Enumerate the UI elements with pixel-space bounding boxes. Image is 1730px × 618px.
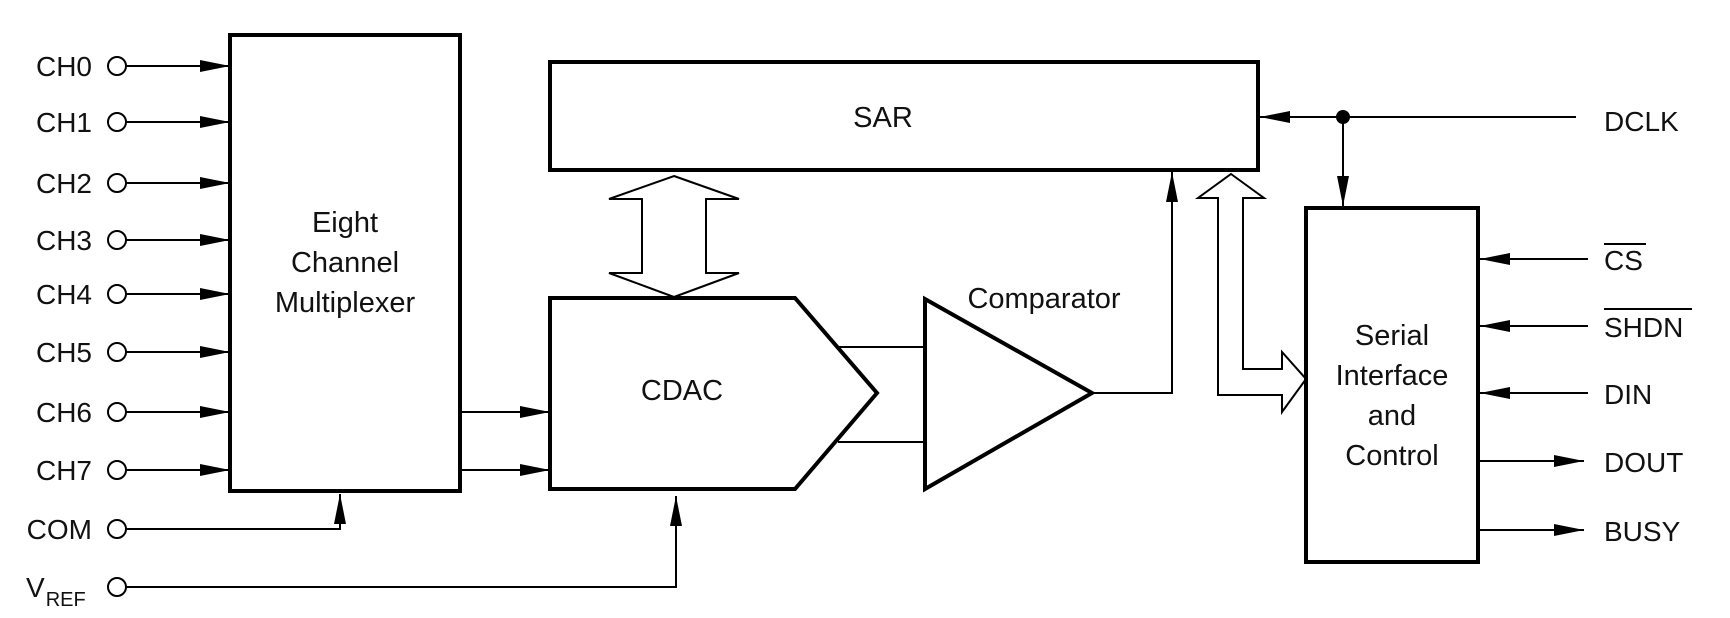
serial-label-line1: Serial [1355,320,1429,352]
label-ch4: CH4 [36,279,92,310]
label-cs: CS [1604,245,1643,276]
input-ch1 [107,112,230,132]
mux-label-line2: Channel [291,247,399,279]
input-ch2 [107,173,230,193]
sar-serial-bus-arrow [1194,172,1308,416]
label-din: DIN [1604,379,1652,410]
input-ch5 [107,342,230,362]
label-vref-sub: REF [46,589,86,611]
cdac-label: CDAC [641,375,723,407]
input-labels: CH0 CH1 CH2 CH3 CH4 CH5 CH6 CH7 COM VREF [26,51,92,611]
sar-block [548,60,1260,172]
label-shdn: SHDN [1604,312,1683,343]
label-com: COM [27,514,92,545]
serial-interface-block [1304,206,1480,564]
multiplexer-block [228,33,462,493]
comparator-block [923,295,1097,493]
label-busy: BUSY [1604,516,1681,547]
label-ch5: CH5 [36,337,92,368]
mux-label-line3: Multiplexer [275,287,416,319]
input-ch7 [107,460,230,480]
serial-label-line4: Control [1345,440,1439,472]
input-ch0 [107,56,230,76]
input-ch3 [107,230,230,250]
serial-label-line2: Interface [1336,360,1449,392]
serial-label-line3: and [1368,400,1416,432]
comparator-to-sar [1092,172,1178,394]
label-vref: VREF [26,572,86,611]
input-ch4 [107,284,230,304]
cdac-block [548,296,880,491]
channel-inputs [107,56,230,480]
sar-cdac-bus-arrow [608,174,740,299]
label-ch6: CH6 [36,397,92,428]
label-vref-main: V [26,572,45,603]
input-ch6 [107,402,230,422]
comparator-label: Comparator [967,283,1120,315]
label-ch7: CH7 [36,455,92,486]
mux-label-line1: Eight [312,207,378,239]
label-ch1: CH1 [36,107,92,138]
input-com [107,494,346,539]
output-labels: DCLK CS SHDN DIN DOUT BUSY [1604,106,1692,547]
input-vref [107,496,682,597]
label-ch3: CH3 [36,225,92,256]
sar-label: SAR [853,102,913,134]
label-ch2: CH2 [36,168,92,199]
label-dout: DOUT [1604,447,1683,478]
label-dclk: DCLK [1604,106,1679,137]
label-ch0: CH0 [36,51,92,82]
